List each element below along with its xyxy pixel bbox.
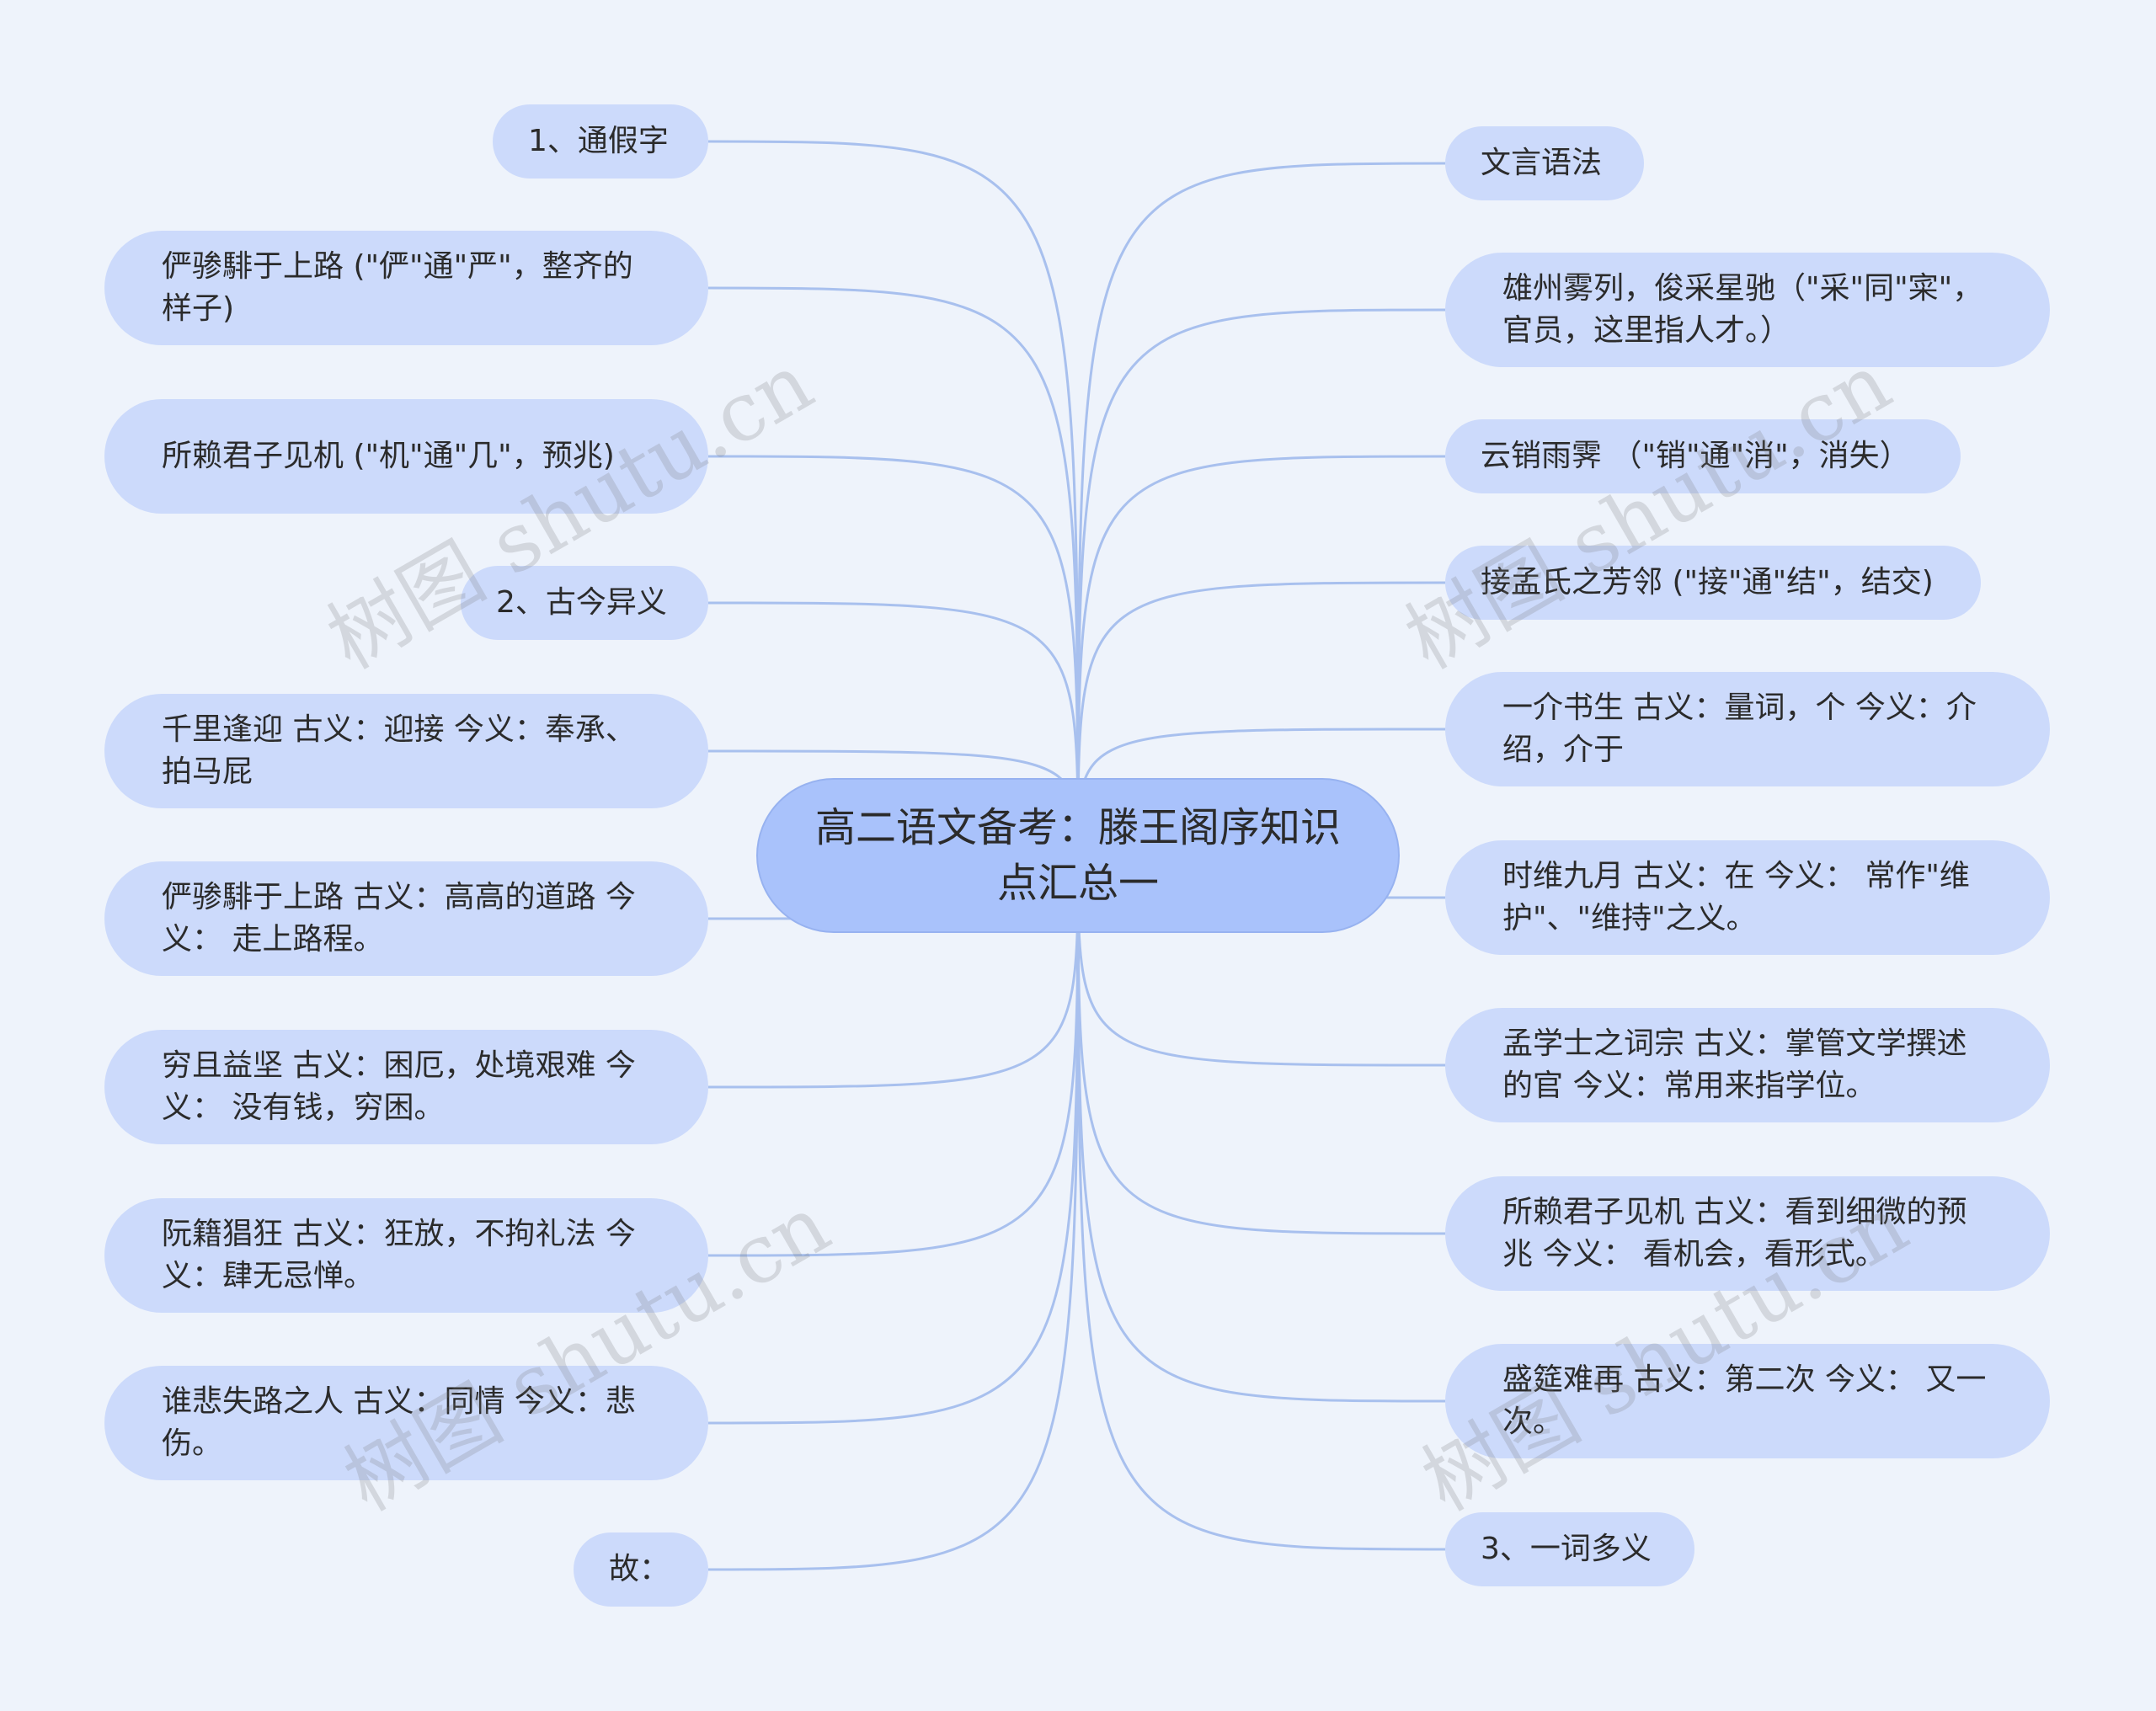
node-left-9[interactable]: 谁悲失路之人 古义：同情 今义：悲伤。: [104, 1366, 708, 1480]
node-left-8[interactable]: 阮籍猖狂 古义：狂放，不拘礼法 今义：肆无忌惮。: [104, 1198, 708, 1313]
connector-line: [1076, 162, 1446, 856]
node-right-8[interactable]: 所赖君子见机 古义：看到细微的预兆 今义： 看机会，看形式。: [1445, 1176, 2050, 1291]
connector-line: [1076, 308, 1446, 856]
connector-line: [1076, 455, 1446, 856]
central-topic[interactable]: 高二语文备考：滕王阁序知识点汇总一: [756, 778, 1400, 933]
connector-line: [707, 140, 1080, 856]
node-left-7[interactable]: 穷且益坚 古义：困厄，处境艰难 今义： 没有钱，穷困。: [104, 1030, 708, 1144]
connector-line: [707, 286, 1080, 856]
node-right-9[interactable]: 盛筵难再 古义：第二次 今义： 又一次。: [1445, 1344, 2050, 1458]
connector-line: [1076, 855, 1446, 1403]
node-right-2[interactable]: 雄州雾列，俊采星驰（"采"同"寀"，官员，这里指人才。）: [1445, 253, 2050, 367]
node-right-3[interactable]: 云销雨霁 （"销"通"消"，消失）: [1445, 419, 1961, 493]
node-right-5[interactable]: 一介书生 古义：量词，个 今义：介绍，介于: [1445, 672, 2050, 786]
node-right-6[interactable]: 时维九月 古义：在 今义： 常作"维护"、"维持"之义。: [1445, 840, 2050, 955]
node-left-2[interactable]: 俨骖騑于上路 ("俨"通"严"，整齐的样子): [104, 231, 708, 345]
node-right-7[interactable]: 孟学士之词宗 古义：掌管文学撰述的官 今义：常用来指学位。: [1445, 1008, 2050, 1122]
node-right-10[interactable]: 3、一词多义: [1445, 1512, 1694, 1586]
node-left-1[interactable]: 1、通假字: [493, 104, 708, 179]
connector-line: [707, 455, 1080, 856]
connector-line: [707, 855, 1080, 1571]
connector-line: [1076, 855, 1446, 1551]
node-left-6[interactable]: 俨骖騑于上路 古义：高高的道路 今义： 走上路程。: [104, 861, 708, 976]
connector-line: [1076, 581, 1446, 856]
node-left-4[interactable]: 2、古今异义: [461, 566, 708, 640]
node-left-10[interactable]: 故：: [574, 1532, 708, 1607]
node-right-4[interactable]: 接孟氏之芳邻 ("接"通"结"，结交): [1445, 546, 1981, 620]
connector-line: [707, 855, 1080, 1425]
node-right-1[interactable]: 文言语法: [1445, 126, 1644, 200]
node-left-3[interactable]: 所赖君子见机 ("机"通"几"，预兆): [104, 399, 708, 514]
node-left-5[interactable]: 千里逢迎 古义：迎接 今义：奉承、拍马屁: [104, 694, 708, 808]
